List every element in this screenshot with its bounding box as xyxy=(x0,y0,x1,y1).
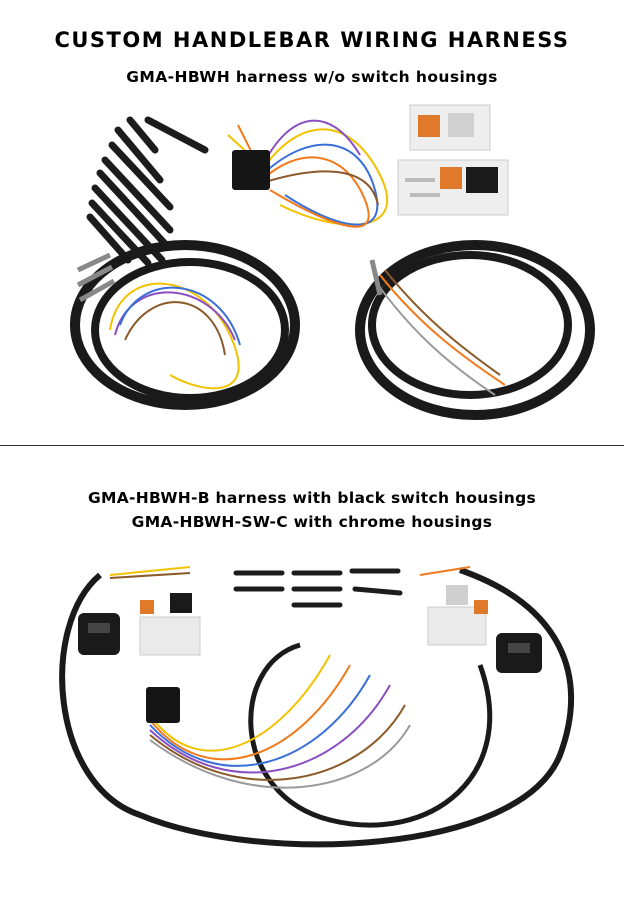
relay-module xyxy=(227,119,388,228)
harness-loop xyxy=(59,566,575,848)
heat-shrink-tubes xyxy=(233,568,403,608)
wire-fan xyxy=(149,654,411,789)
product-subtitle-hbwh-sw-c: GMA-HBWH-SW-C with chrome housings xyxy=(131,513,493,531)
product-photo-harness-with-housings xyxy=(59,566,575,848)
left-coiled-harness xyxy=(70,240,300,410)
right-coiled-harness xyxy=(355,240,595,420)
section-divider xyxy=(0,445,624,446)
connector-pack-small xyxy=(409,104,491,151)
switch-parts-left xyxy=(139,593,201,656)
product-photo-harness-without-housings xyxy=(70,104,595,420)
right-switch-housing xyxy=(496,633,542,673)
product-subtitle-hbwh-b: GMA-HBWH-B harness with black switch hou… xyxy=(88,489,536,507)
switch-parts-right xyxy=(427,585,488,646)
heat-shrink-tubes xyxy=(86,116,209,267)
page-title: CUSTOM HANDLEBAR WIRING HARNESS xyxy=(54,28,570,52)
connector-pack-large xyxy=(397,159,509,216)
product-subtitle-hbwh: GMA-HBWH harness w/o switch housings xyxy=(126,68,498,86)
relay-module xyxy=(146,687,180,723)
left-switch-housing xyxy=(78,613,120,655)
